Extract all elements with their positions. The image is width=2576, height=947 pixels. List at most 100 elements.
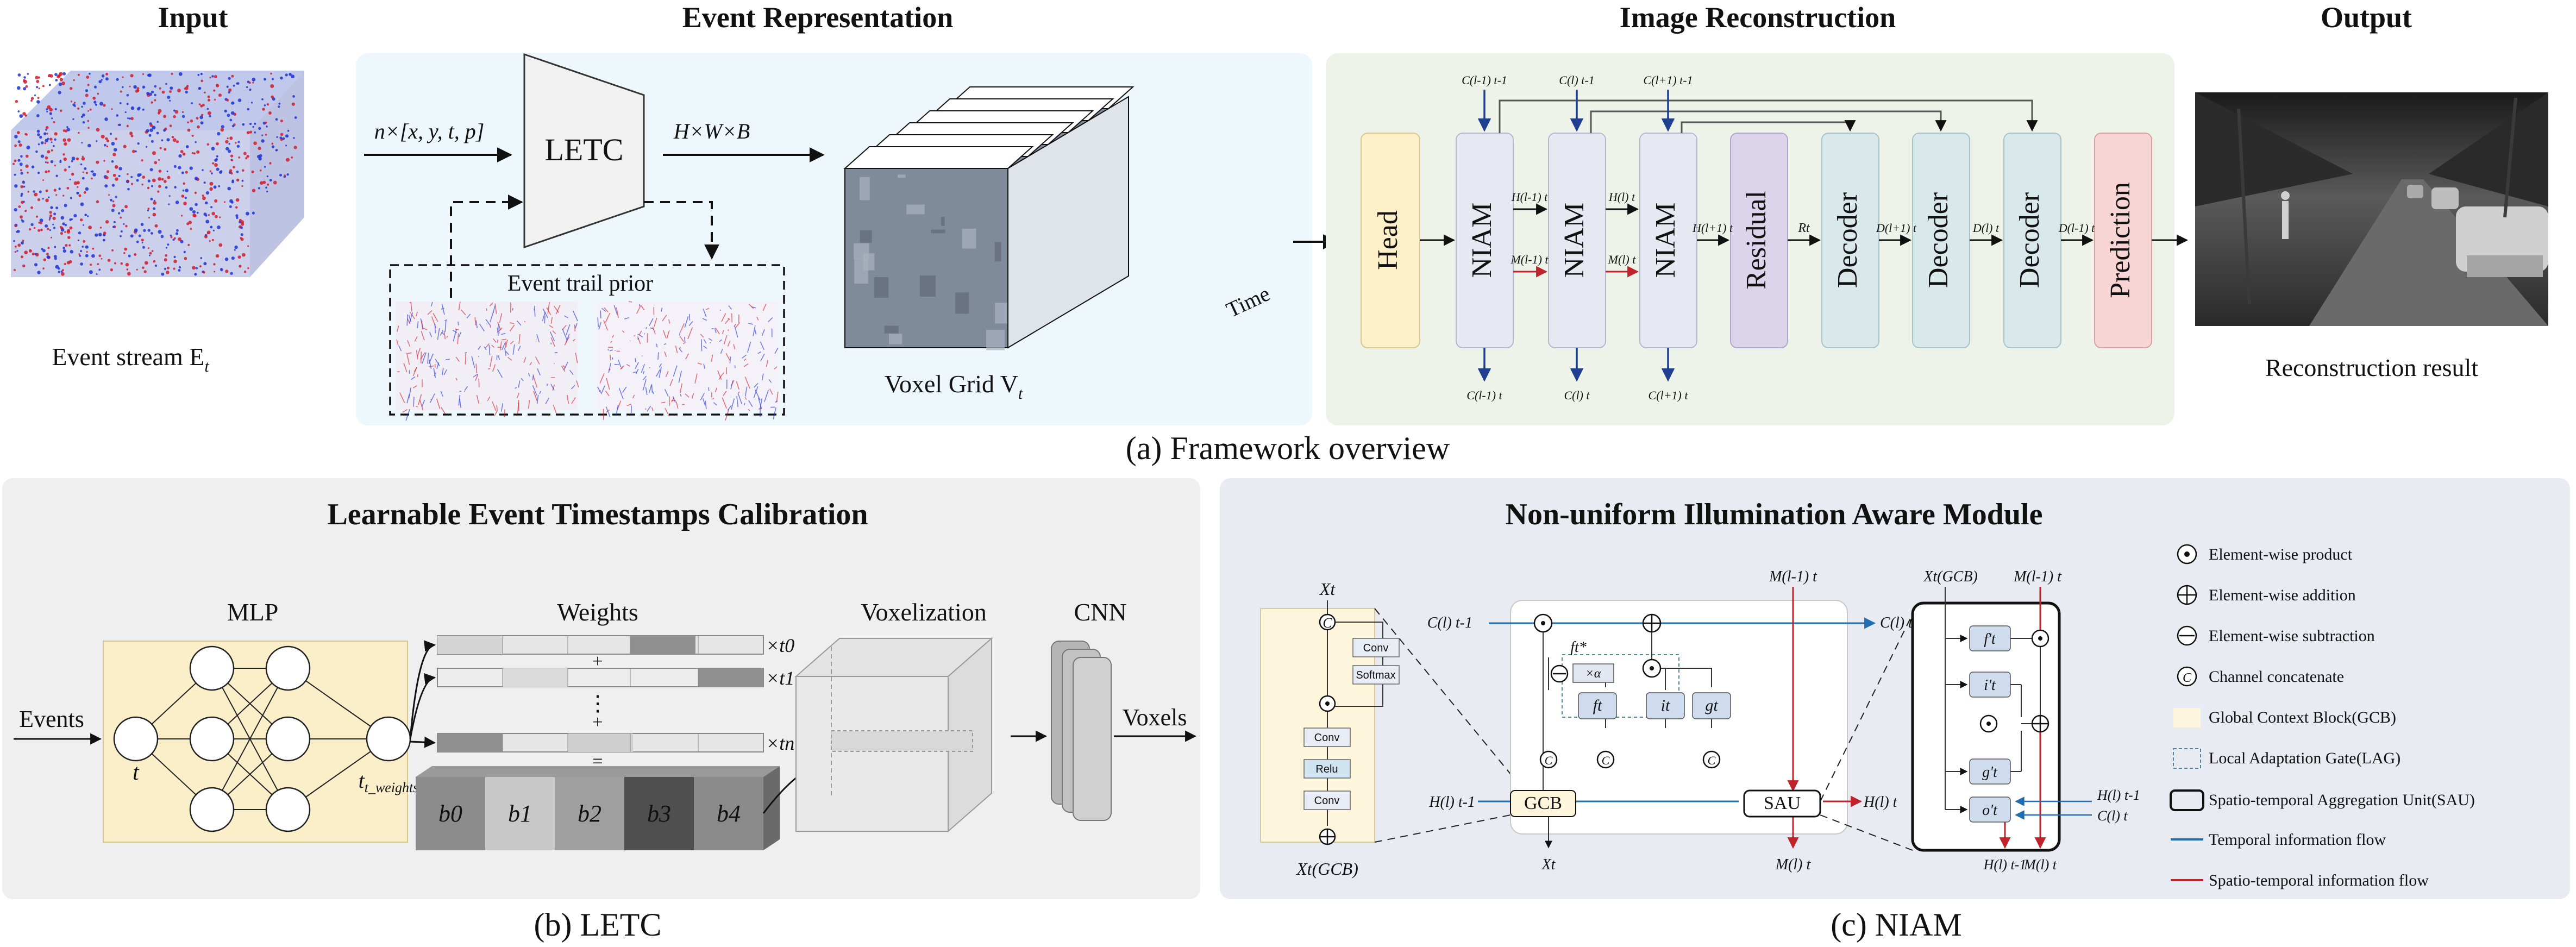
t-label: t xyxy=(133,760,140,785)
niam-title: Non-uniform Illumination Aware Module xyxy=(1506,498,2043,531)
d-label-2: D(l) t xyxy=(1972,221,2000,235)
sau-label: SAU xyxy=(1764,793,1801,813)
sau-m-prev: M(l-1) t xyxy=(2013,568,2062,585)
legend-gcb: Global Context Block(GCB) xyxy=(2209,708,2396,726)
legend-lag-swatch xyxy=(2173,748,2201,769)
niam-xt-bottom: Xt xyxy=(1541,856,1556,873)
niam-concat-2: C xyxy=(1596,750,1615,769)
vdots: ⋮ xyxy=(587,691,609,716)
prediction-label: Prediction xyxy=(2105,182,2136,298)
sau-h-out: H(l) t-1 xyxy=(1983,857,2027,873)
framework-caption: (a) Framework overview xyxy=(1126,430,1450,466)
sau-box xyxy=(1743,789,1821,818)
niam-concat-1: C xyxy=(1539,750,1558,769)
niam-label-2: NIAM xyxy=(1559,203,1590,278)
alpha-box xyxy=(1572,663,1614,683)
decoder-label-2: Decoder xyxy=(1923,192,1954,288)
svg-text:C: C xyxy=(1545,754,1553,767)
legend-product: Element-wise product xyxy=(2209,545,2353,563)
mlp-label: MLP xyxy=(227,598,279,626)
legend-sau: Spatio-temporal Aggregation Unit(SAU) xyxy=(2209,791,2475,809)
legend-spatiotemporal: Spatio-temporal information flow xyxy=(2209,871,2429,889)
svg-text:C: C xyxy=(1602,754,1610,767)
niam-product-2 xyxy=(1642,658,1662,678)
plus-2: + xyxy=(592,712,603,732)
sau-ot-label: o't xyxy=(1982,802,1998,819)
gcb-conv-3 xyxy=(1303,791,1351,810)
sau-gt-label: g't xyxy=(1982,764,1998,781)
legend-addition-icon xyxy=(2177,585,2197,605)
gt-box xyxy=(1692,692,1731,719)
niam-caption: (c) NIAM xyxy=(1831,907,1962,943)
m-label-2: M(l) t xyxy=(1608,253,1637,266)
it-label: it xyxy=(1661,697,1670,714)
legend-subtraction: Element-wise subtraction xyxy=(2209,627,2375,645)
legend-product-icon xyxy=(2177,544,2197,565)
legend-addition: Element-wise addition xyxy=(2209,586,2356,604)
h-label-1: H(l-1) t xyxy=(1511,190,1548,204)
decoder-label-1: Decoder xyxy=(1832,192,1863,288)
bin-4: b4 xyxy=(717,800,741,827)
c-in-3: C(l+1) t-1 xyxy=(1643,73,1693,87)
gcb-conv-3-label: Conv xyxy=(1314,795,1340,807)
letc-label: LETC xyxy=(545,132,624,167)
niam-legend: Element-wise product Element-wise additi… xyxy=(2170,544,2475,889)
ft-star-label: ft* xyxy=(1570,639,1587,656)
times-t0: ×t0 xyxy=(766,635,794,656)
event-trail-prior-box xyxy=(389,264,785,416)
gcb-label: GCB xyxy=(1524,793,1562,813)
h-label-2: H(l) t xyxy=(1608,190,1635,204)
head-label: Head xyxy=(1372,210,1403,270)
letc-detail: Learnable Event Timestamps Calibration M… xyxy=(2,478,1200,943)
niam-label-3: NIAM xyxy=(1650,203,1681,278)
sau-c-in: C(l) t xyxy=(2097,808,2128,824)
residual-label: Residual xyxy=(1741,191,1772,290)
sau-ft-box xyxy=(1969,625,2011,651)
ft-box xyxy=(1578,692,1617,719)
reconstruction-output-image xyxy=(2195,92,2548,326)
niam-c-prev: C(l) t-1 xyxy=(1427,614,1472,631)
sau-ot-box xyxy=(1969,797,2011,823)
gcb-softmax-label: Softmax xyxy=(1356,669,1395,681)
letc-block xyxy=(523,53,645,249)
c-out-1: C(l-1) t xyxy=(1466,388,1502,402)
gcb-softmax xyxy=(1352,665,1400,685)
niam-m-cur: M(l) t xyxy=(1775,856,1812,873)
gcb-xt-bottom: Xt(GCB) xyxy=(1295,859,1358,879)
event-trail-prior-label: Event trail prior xyxy=(507,271,653,296)
c-in-1: C(l-1) t-1 xyxy=(1462,73,1507,87)
image-reconstruction-title: Image Reconstruction xyxy=(1620,1,1896,34)
event-stream-cloud xyxy=(11,71,304,277)
framework-overview: Input Event Representation Image Reconst… xyxy=(11,1,2548,466)
niam-detail: Non-uniform Illumination Aware Module Xt… xyxy=(1220,478,2570,943)
gcb-box xyxy=(1510,790,1576,817)
letc-title: Learnable Event Timestamps Calibration xyxy=(327,498,868,531)
niam-subtract xyxy=(1550,664,1569,683)
gt-label: gt xyxy=(1705,697,1718,714)
bin-3: b3 xyxy=(647,800,671,827)
gcb-relu xyxy=(1303,759,1351,779)
plus-1: + xyxy=(592,651,603,672)
voxelization-label: Voxelization xyxy=(861,598,987,626)
voxels-label: Voxels xyxy=(1123,704,1187,731)
d-label-1: D(l+1) t xyxy=(1876,221,1917,235)
svg-text:C: C xyxy=(1708,754,1716,767)
r-label: Rt xyxy=(1797,221,1810,235)
weight-bars xyxy=(437,635,764,752)
event-trail-image-2 xyxy=(597,301,779,421)
gcb-conv-1 xyxy=(1352,638,1400,657)
times-t1: ×t1 xyxy=(766,667,794,689)
gcb-xt-top: Xt xyxy=(1319,579,1336,599)
niam-product-1 xyxy=(1533,613,1553,633)
voxel-grid-stack xyxy=(843,86,1135,350)
t-weights-label: tt_weights xyxy=(359,768,419,795)
cnn-stack xyxy=(1051,641,1112,821)
legend-concat: Channel concatenate xyxy=(2209,668,2344,686)
gcb-conv-1-label: Conv xyxy=(1363,642,1389,654)
bin-2: b2 xyxy=(578,800,601,827)
reconstruction-result-label: Reconstruction result xyxy=(2265,354,2478,381)
svg-text:C: C xyxy=(2183,671,2192,685)
sau-product-2 xyxy=(1979,714,1998,733)
event-representation-title: Event Representation xyxy=(682,1,953,34)
hwb-label: H×W×B xyxy=(673,119,750,143)
